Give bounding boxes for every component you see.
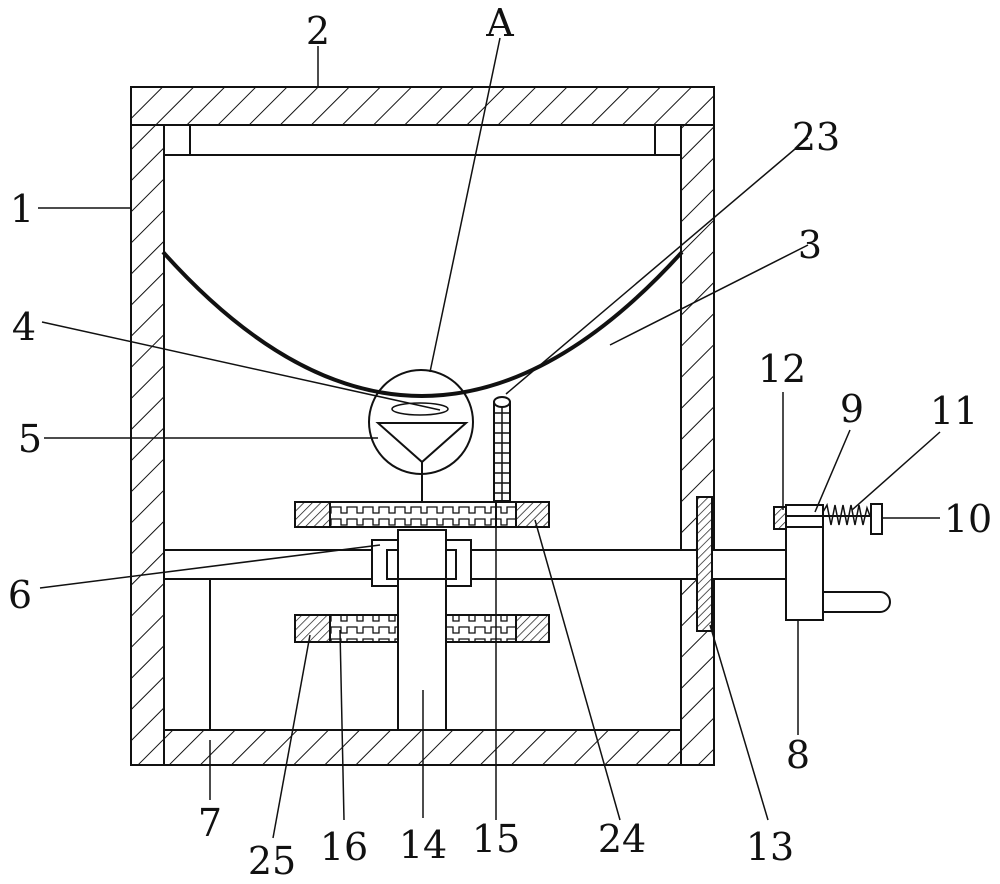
vertical-shaft bbox=[397, 529, 447, 731]
label-8: 8 bbox=[786, 733, 810, 777]
label-4: 4 bbox=[12, 305, 36, 349]
lens-piece bbox=[391, 402, 449, 416]
spring bbox=[822, 502, 871, 526]
label-7: 7 bbox=[198, 801, 222, 845]
leader-lines bbox=[38, 37, 941, 839]
guide-plate bbox=[696, 496, 713, 632]
top-cover bbox=[130, 86, 715, 126]
slide-rod bbox=[163, 549, 787, 580]
label-25: 25 bbox=[248, 839, 296, 883]
label-10: 10 bbox=[944, 497, 992, 541]
label-3: 3 bbox=[798, 223, 822, 267]
left-wall bbox=[130, 124, 165, 766]
label-6: 6 bbox=[8, 573, 32, 617]
housing bbox=[130, 86, 715, 766]
curved-net bbox=[161, 250, 684, 398]
label-9: 9 bbox=[840, 387, 864, 431]
label-1: 1 bbox=[10, 187, 34, 231]
label-24: 24 bbox=[598, 817, 646, 861]
label-13: 13 bbox=[746, 825, 794, 869]
label-15: 15 bbox=[472, 817, 520, 861]
label-16: 16 bbox=[320, 825, 368, 869]
label-11: 11 bbox=[930, 389, 978, 433]
label-23: 23 bbox=[792, 115, 840, 159]
funnel bbox=[375, 422, 469, 464]
label-14: 14 bbox=[399, 823, 447, 867]
label-12: 12 bbox=[758, 347, 806, 391]
pull-knob bbox=[870, 503, 883, 535]
handle-block bbox=[785, 526, 824, 621]
label-a: A bbox=[485, 1, 514, 45]
label-2: 2 bbox=[306, 9, 330, 53]
upper-frame bbox=[163, 124, 682, 156]
label-5: 5 bbox=[18, 417, 42, 461]
